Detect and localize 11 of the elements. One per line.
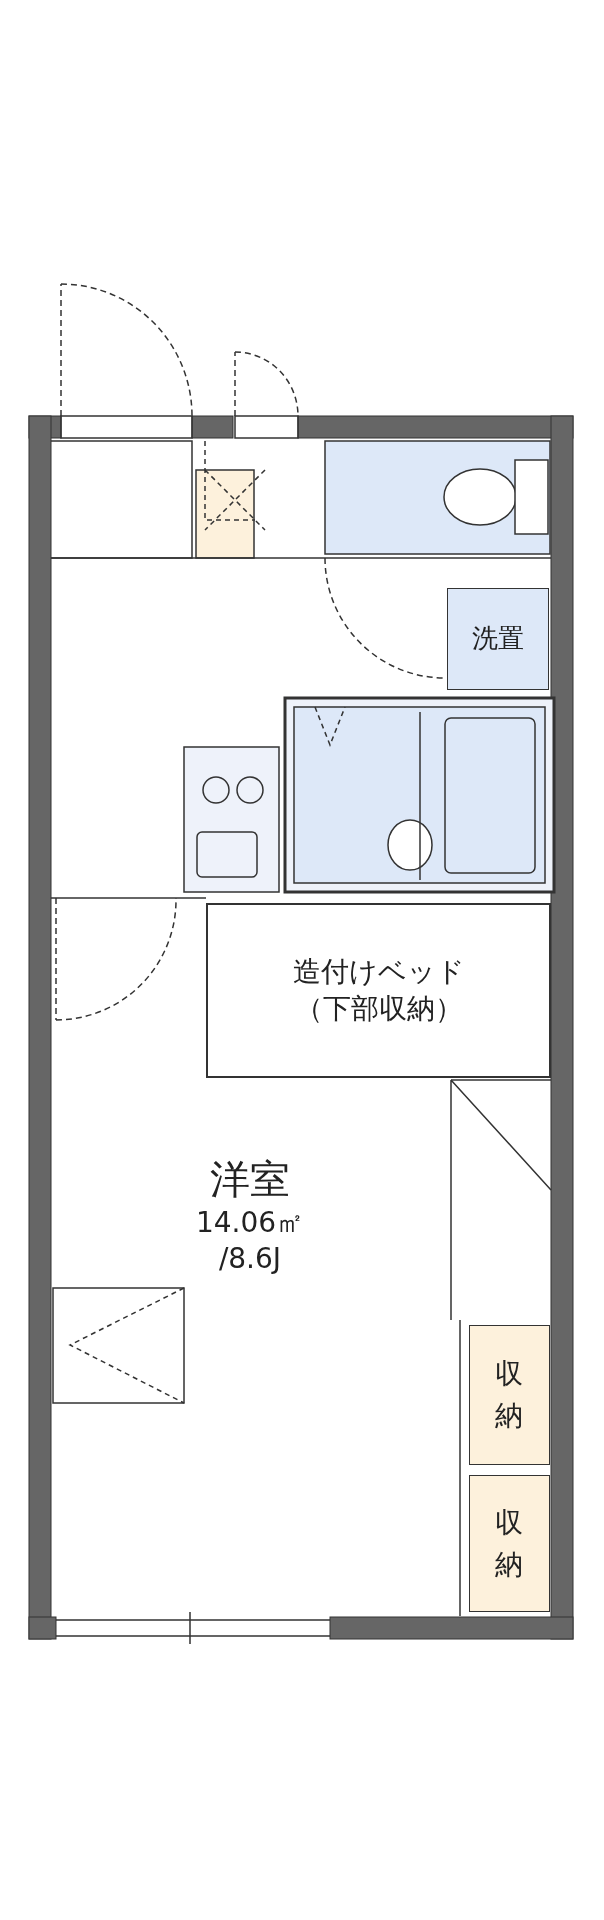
storage-closet: [469, 1475, 550, 1612]
room-label: 洗置: [472, 622, 524, 656]
built-in-bed: [206, 903, 551, 1078]
room-label: 収納: [494, 1356, 525, 1434]
room-label: 洋室: [210, 1154, 290, 1204]
area-label: 14.06㎡ /8.6J: [194, 1204, 306, 1277]
room-note: （下部収納）: [294, 990, 463, 1027]
room-label: 造付けベッド: [292, 954, 465, 991]
washer-space: [447, 588, 549, 690]
storage-closet: [469, 1325, 550, 1465]
room-label: 収納: [494, 1504, 525, 1583]
